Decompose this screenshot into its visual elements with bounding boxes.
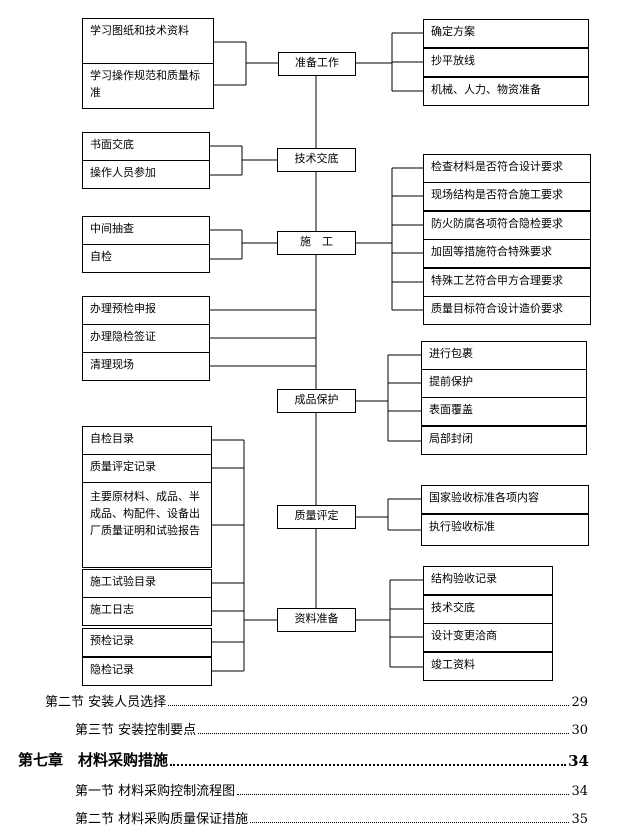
doc-material-certificates: 主要原材料、成品、半成品、构配件、设备出厂质量证明和试验报告 (82, 482, 212, 568)
process-prep: 准备工作 (278, 52, 356, 76)
docs-structure-record: 结构验收记录 (423, 566, 553, 595)
doc-self-check-list: 自检目录 (82, 426, 212, 455)
check-materials: 检查材料是否符合设计要求 (423, 154, 591, 183)
protect-wrap: 进行包裹 (421, 341, 587, 370)
process-construction: 施 工 (277, 231, 356, 255)
docs-tech-disclosure: 技术交底 (423, 595, 553, 624)
step-worker-participation: 操作人员参加 (82, 160, 210, 189)
step-pre-inspection: 办理预检申报 (82, 296, 210, 325)
toc-page: 34 (571, 784, 588, 799)
toc-leader (168, 705, 570, 706)
toc-entry[interactable]: 第二节 安装人员选择 29 (45, 690, 588, 710)
prep-plan: 确定方案 (423, 19, 589, 48)
docs-completion: 竣工资料 (423, 652, 553, 681)
step-clean-site: 清理现场 (82, 352, 210, 381)
protect-local-seal: 局部封闭 (421, 426, 587, 455)
check-quality-target: 质量目标符合设计造价要求 (423, 296, 591, 325)
toc-page: 30 (571, 723, 588, 738)
process-document-prep: 资料准备 (277, 608, 356, 632)
prep-survey: 抄平放线 (423, 48, 589, 77)
protect-surface-cover: 表面覆盖 (421, 397, 587, 426)
check-reinforcement: 加固等措施符合特殊要求 (423, 239, 591, 268)
step-study-specs: 学习操作规范和质量标准 (82, 63, 214, 109)
toc-label: 第一节 材料采购控制流程图 (75, 784, 236, 799)
process-tech-disclosure: 技术交底 (277, 148, 356, 172)
docs-design-change: 设计变更洽商 (423, 623, 553, 652)
quality-national-standard: 国家验收标准各项内容 (421, 485, 589, 514)
check-fire-protection: 防火防腐各项符合隐检要求 (423, 211, 591, 240)
doc-construction-log: 施工日志 (82, 597, 212, 626)
check-special-process: 特殊工艺符合甲方合理要求 (423, 268, 591, 297)
process-quality-assessment: 质量评定 (277, 505, 356, 529)
step-self-check: 自检 (82, 244, 210, 273)
toc-leader (170, 764, 567, 766)
toc-page: 34 (568, 752, 589, 770)
toc-label: 第二节 材料采购质量保证措施 (75, 812, 249, 827)
step-concealed-signoff: 办理隐检签证 (82, 324, 210, 353)
toc-chapter[interactable]: 第七章 材料采购措施 34 (18, 746, 589, 770)
toc-entry[interactable]: 第一节 材料采购控制流程图 34 (75, 779, 588, 799)
doc-quality-record: 质量评定记录 (82, 454, 212, 483)
toc-label: 第三节 安装控制要点 (75, 723, 197, 738)
toc-entry[interactable]: 第二节 材料采购质量保证措施 35 (75, 807, 588, 827)
prep-resources: 机械、人力、物资准备 (423, 77, 589, 106)
toc-page: 35 (571, 812, 588, 827)
protect-advance: 提前保护 (421, 369, 587, 398)
process-product-protection: 成品保护 (277, 389, 356, 413)
toc-leader (237, 794, 570, 795)
doc-pre-check-record: 预检记录 (82, 628, 212, 657)
toc-entry[interactable]: 第三节 安装控制要点 30 (75, 718, 588, 738)
toc-label: 第七章 材料采购措施 (18, 751, 169, 769)
check-site-structure: 现场结构是否符合施工要求 (423, 182, 591, 211)
toc-leader (198, 733, 570, 734)
toc-leader (250, 822, 570, 823)
step-study-drawings: 学习图纸和技术资料 (82, 18, 214, 64)
toc-label: 第二节 安装人员选择 (45, 695, 167, 710)
doc-test-list: 施工试验目录 (82, 569, 212, 598)
step-midway-check: 中间抽查 (82, 216, 210, 245)
quality-execute-standard: 执行验收标准 (421, 514, 589, 546)
toc-page: 29 (571, 695, 588, 710)
step-written-disclosure: 书面交底 (82, 132, 210, 161)
doc-concealed-record: 隐检记录 (82, 657, 212, 686)
flowchart-connectors (210, 32, 423, 672)
